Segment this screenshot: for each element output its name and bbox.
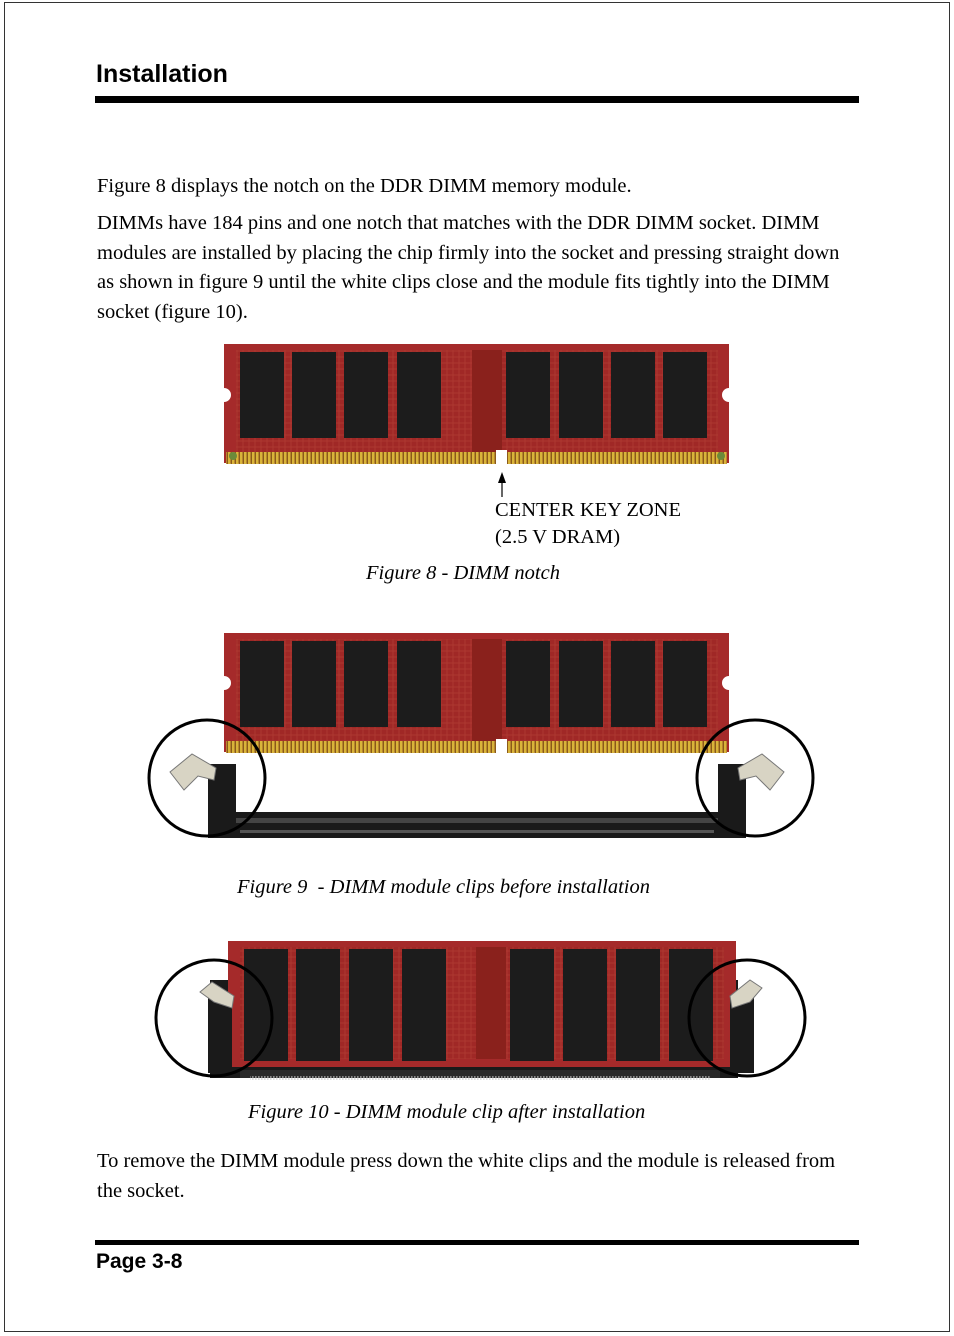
figure9-left-clip-highlight <box>147 718 267 838</box>
figure10-right-clip-highlight <box>687 958 807 1078</box>
figure9-dimm-socket <box>208 764 746 838</box>
page-border <box>4 2 950 1332</box>
figure9-right-clip-open <box>737 753 785 791</box>
center-key-zone-label: CENTER KEY ZONE <box>495 499 681 521</box>
dimm-description-paragraph: DIMMs have 184 pins and one notch that m… <box>97 212 840 323</box>
figure9-memory-chips <box>240 641 707 727</box>
figure10-left-clip-highlight <box>154 958 274 1078</box>
figure10-right-clip-closed <box>729 979 763 1073</box>
page-number: Page 3-8 <box>96 1250 183 1273</box>
figure8-memory-chips <box>240 352 707 438</box>
section-title: Installation <box>96 60 228 88</box>
figure9-left-clip-open <box>169 753 217 791</box>
header-rule <box>95 96 859 103</box>
dram-voltage-label: (2.5 V DRAM) <box>495 526 621 548</box>
figure10-dimm-module-installed <box>228 941 736 1067</box>
figure8-caption: Figure 8 - DIMM notch <box>366 562 560 584</box>
figure8-center-notch <box>496 450 507 466</box>
figure9-right-clip-highlight <box>695 718 815 838</box>
figure9-caption: Figure 9 - DIMM module clips before inst… <box>237 876 650 898</box>
intro-paragraph: Figure 8 displays the notch on the DDR D… <box>97 175 632 197</box>
figure10-left-clip-closed <box>199 981 235 1073</box>
footer-rule <box>95 1240 859 1245</box>
notch-arrow <box>498 472 506 497</box>
figure9-dimm-module <box>224 633 729 755</box>
figure8-dimm-module <box>224 344 729 466</box>
figure10-caption: Figure 10 - DIMM module clip after insta… <box>248 1101 646 1123</box>
figure10-memory-chips <box>244 949 713 1061</box>
removal-paragraph: To remove the DIMM module press down the… <box>97 1150 836 1202</box>
